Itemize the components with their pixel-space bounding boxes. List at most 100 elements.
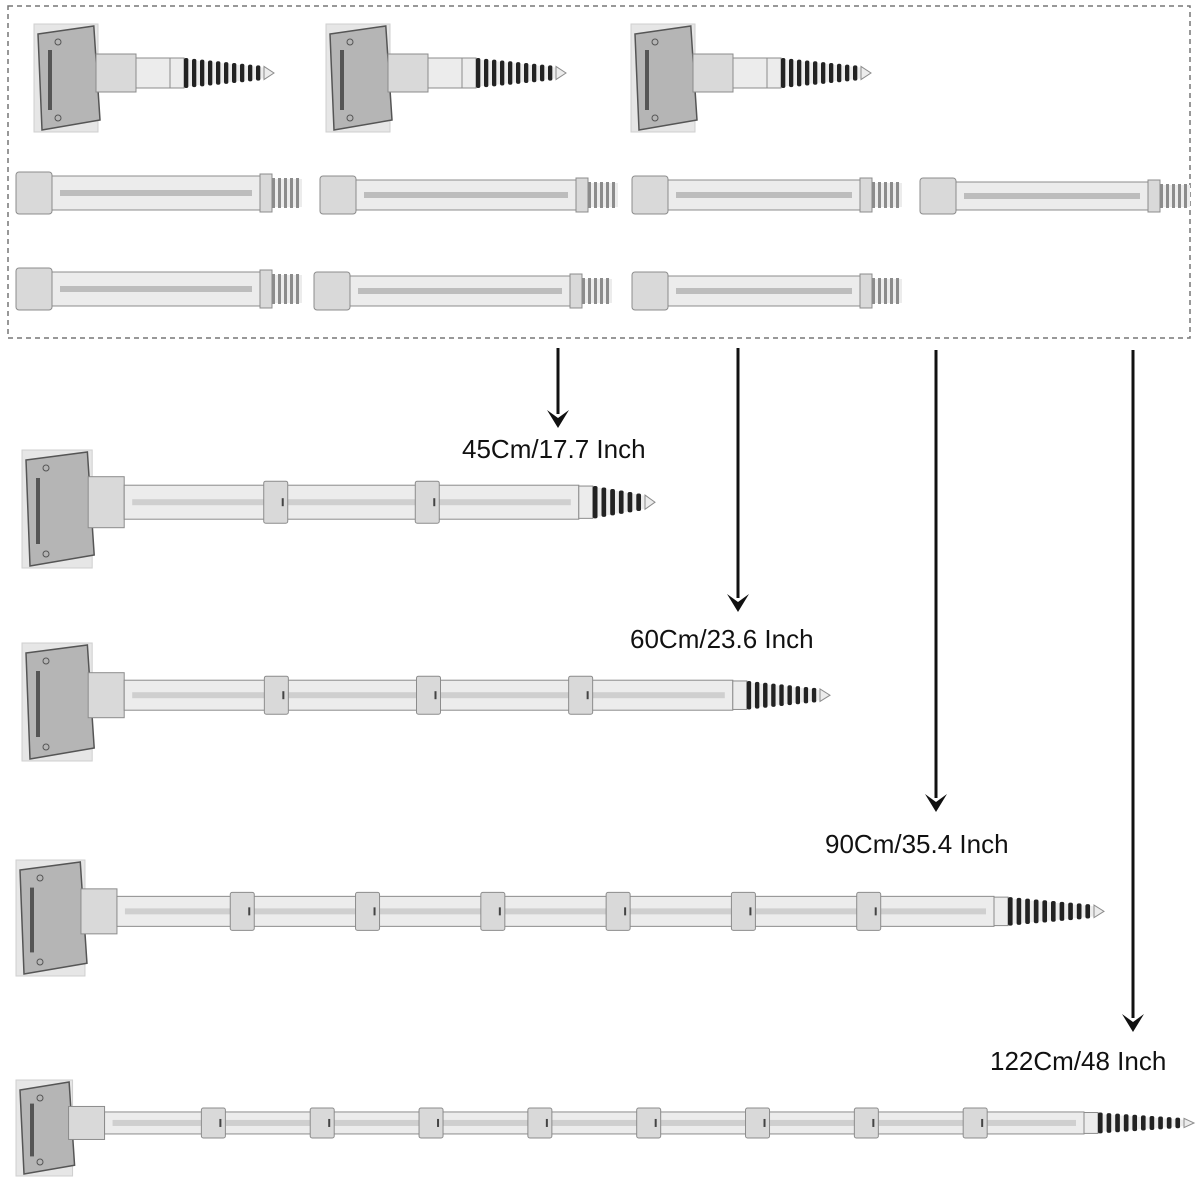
thread-ridge [636, 493, 642, 511]
rod-joint [853, 1107, 879, 1139]
rod-joint [745, 1107, 771, 1139]
tube-thread-ridge [272, 178, 275, 208]
parts-kit-box [7, 5, 1191, 339]
tube-groove [60, 286, 252, 292]
thread-gap [614, 491, 619, 514]
length-arrow-4 [1122, 350, 1144, 1032]
rod-joint-pin [498, 907, 501, 916]
thread-ridge [845, 64, 850, 82]
screw-hole-icon [36, 1094, 44, 1102]
screw-hole-icon [54, 38, 62, 46]
screw-hole-icon [54, 114, 62, 122]
thread-ridge [1123, 1114, 1129, 1132]
rod-joint [636, 1107, 662, 1139]
rod-neck [80, 888, 118, 935]
tube-thread-gap [609, 183, 612, 207]
thread-gap [504, 62, 508, 84]
rod-joint [200, 1107, 226, 1139]
rod-joint-pin [874, 907, 877, 916]
thread-ridge [224, 62, 229, 84]
thread-ridge [1042, 900, 1048, 923]
thread-ridge [853, 65, 858, 81]
tube-segment [15, 171, 302, 215]
thread-gap [785, 60, 789, 86]
thread-ridge [200, 59, 205, 87]
thread-gap [544, 66, 548, 80]
tube-thread-ridge [606, 278, 609, 304]
screw-hole-icon [42, 657, 50, 665]
thread-gap [1038, 901, 1043, 922]
thread-tip [644, 494, 656, 511]
thread-ridge [492, 59, 497, 87]
tube-thread-ridge [588, 278, 591, 304]
tube-thread-ridge [890, 182, 893, 208]
tube-thread-gap [281, 179, 284, 207]
thread-ridge [1158, 1116, 1163, 1130]
tube-thread-ridge [594, 278, 597, 304]
tube-thread-ridge [588, 182, 591, 208]
rod-joint [355, 891, 381, 931]
plate-slot [30, 887, 34, 953]
thread-tip [263, 65, 275, 81]
thread-ridge [746, 680, 752, 710]
tube-thread-gap [615, 183, 618, 207]
thread-ridge [1166, 1117, 1172, 1129]
thread-tip [1093, 904, 1105, 919]
tube-thread-gap [887, 183, 890, 207]
thread-gap [212, 62, 216, 84]
thread-gap [817, 63, 821, 83]
plate-slot [36, 671, 40, 737]
thread-ridge [484, 58, 489, 88]
thread-ridge [1115, 1113, 1120, 1133]
thread-ridge [618, 490, 624, 514]
tube-thread-gap [591, 279, 594, 303]
tube-thread-gap [1169, 185, 1172, 207]
tube-thread-ridge [1166, 184, 1169, 208]
thread-ridge [1068, 902, 1073, 921]
thread-collar [993, 896, 1009, 927]
rod-joint-pin [981, 1118, 984, 1127]
tube-thread-gap [603, 183, 606, 207]
thread-ridge [771, 683, 776, 707]
arrow-down-icon [1122, 1014, 1144, 1032]
end-cap-1 [33, 23, 275, 133]
parts-kit-tubes-row-2 [15, 267, 902, 311]
length-label-122cm: 122Cm/48 Inch [990, 1046, 1166, 1076]
tube-thread-gap [275, 275, 278, 303]
thread-collar [766, 57, 782, 89]
thread-tip [1183, 1117, 1196, 1129]
tube-thread-ridge [582, 278, 585, 304]
rod-joint-pin [872, 1118, 875, 1127]
rod-joint [962, 1107, 988, 1139]
thread-gap [228, 64, 232, 82]
thread-ridge [1033, 899, 1039, 924]
thread-ridge [1132, 1114, 1138, 1132]
thread-ridge [208, 60, 213, 86]
thread-gap [1128, 1116, 1133, 1130]
length-label-60cm: 60Cm/23.6 Inch [630, 624, 814, 654]
tube-thread-ridge [278, 274, 281, 304]
thread-ridge [1016, 897, 1022, 925]
tube-collar [919, 177, 957, 215]
screw-hole-icon [42, 464, 50, 472]
rod-joint [605, 891, 631, 931]
tube-collar [319, 175, 357, 215]
thread-gap [791, 687, 796, 704]
thread-ridge [781, 58, 786, 88]
tube-thread-ridge [284, 178, 287, 208]
thread-ridge [610, 489, 615, 516]
screw-hole-icon [42, 550, 50, 558]
tube-thread-ridge [296, 274, 299, 304]
thread-ridge [256, 65, 261, 81]
thread-ridge [837, 63, 842, 83]
tube-thread-gap [899, 279, 902, 303]
thread-ridge [787, 685, 792, 706]
thread-gap [1162, 1118, 1167, 1128]
rod-joint [414, 480, 440, 524]
tube-thread-ridge [290, 274, 293, 304]
thread-gap [759, 683, 764, 707]
tube-thread-gap [881, 183, 884, 207]
rod-joint-pin [373, 907, 376, 916]
screw-hole-icon [42, 743, 50, 751]
thread-ridge [1106, 1113, 1112, 1133]
